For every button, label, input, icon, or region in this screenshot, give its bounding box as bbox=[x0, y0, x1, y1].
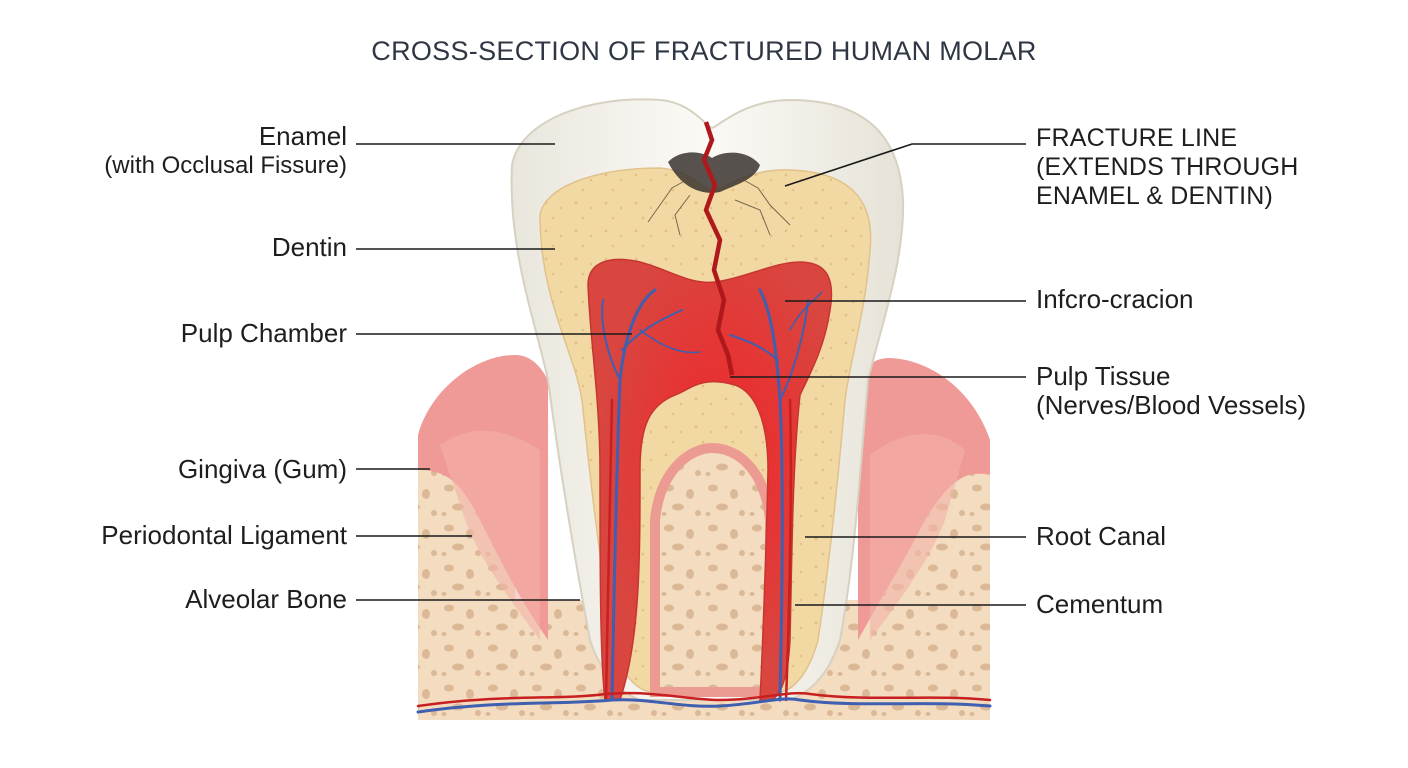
diagram-title: CROSS-SECTION OF FRACTURED HUMAN MOLAR bbox=[371, 36, 1037, 66]
label-root-canal: Root Canal bbox=[1036, 521, 1167, 551]
fracture-line-shape bbox=[701, 121, 735, 376]
label-cementum: Cementum bbox=[1036, 589, 1164, 619]
label-dentin: Dentin bbox=[271, 232, 347, 262]
label-gingiva: Gingiva (Gum) bbox=[177, 454, 347, 484]
label-fracture-line: FRACTURE LINE (EXTENDS THROUGH ENAMEL & … bbox=[1036, 124, 1299, 210]
label-alveolar-bone: Alveolar Bone bbox=[185, 584, 347, 614]
label-pulp-chamber: Pulp Chamber bbox=[180, 318, 347, 348]
label-pulp-tissue: Pulp Tissue (Nerves/Blood Vessels) bbox=[1036, 361, 1307, 420]
nerves-blood-vessels bbox=[416, 288, 992, 714]
pulp-shape bbox=[587, 258, 833, 701]
leader-lines bbox=[356, 143, 1026, 606]
label-enamel: Enamel (with Occlusal Fissure) bbox=[104, 121, 347, 180]
label-infcro-cracion: Infcro-cracion bbox=[1036, 284, 1194, 314]
label-periodontal-ligament: Periodontal Ligament bbox=[101, 520, 347, 550]
